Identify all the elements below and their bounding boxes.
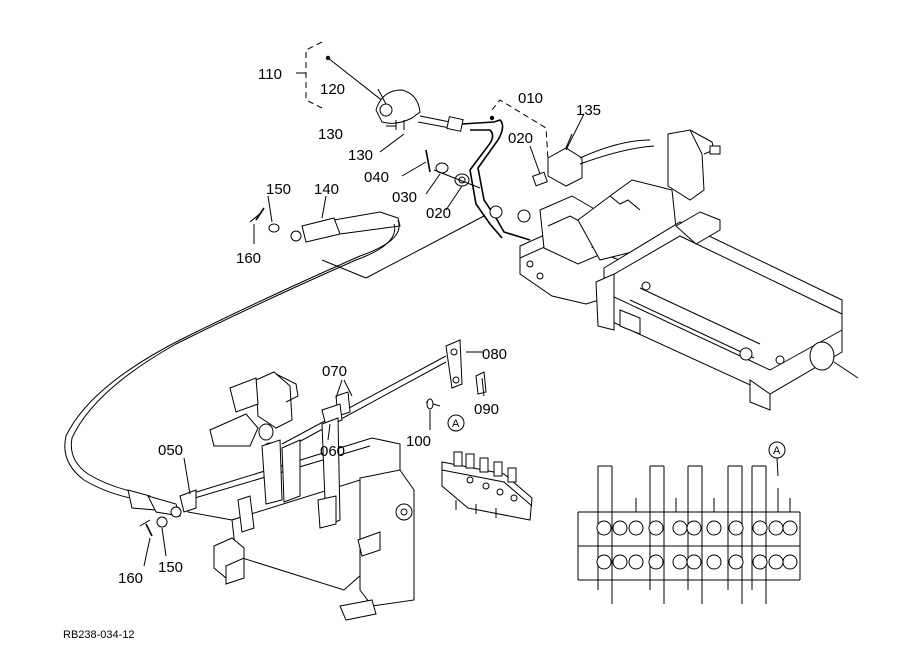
frame-assembly xyxy=(519,129,859,411)
callout-050: 050 xyxy=(158,442,183,459)
detail-marker-a-view: A xyxy=(768,441,786,459)
callout-110: 110 xyxy=(258,66,282,83)
callout-135: 135 xyxy=(576,102,601,119)
washers-pins xyxy=(425,149,481,189)
detail-view-a xyxy=(577,465,801,604)
cable-140 xyxy=(64,207,485,518)
detail-marker-a-valve: A xyxy=(447,414,465,432)
control-valve xyxy=(441,451,533,521)
link-parts xyxy=(281,339,487,451)
callout-160-lower: 160 xyxy=(118,570,143,587)
callout-080: 080 xyxy=(482,346,507,363)
callout-130-upper: 130 xyxy=(318,126,343,143)
callout-090: 090 xyxy=(474,401,499,418)
bracket-assembly xyxy=(139,371,415,621)
callout-labels: 110 120 130 130 010 135 020 040 030 020 … xyxy=(118,66,601,587)
callout-060: 060 xyxy=(320,443,345,460)
lever-110-group xyxy=(296,41,464,132)
detail-marker-a-label: A xyxy=(452,418,460,430)
callout-040: 040 xyxy=(364,169,389,186)
lever-010 xyxy=(461,99,549,241)
leader-lines xyxy=(143,88,779,567)
callout-130-lower: 130 xyxy=(348,147,373,164)
callout-150-upper: 150 xyxy=(266,181,291,198)
callout-100: 100 xyxy=(406,433,431,450)
callout-120: 120 xyxy=(320,81,345,98)
callout-160-upper: 160 xyxy=(236,250,261,267)
callout-010: 010 xyxy=(518,90,543,107)
callout-020-lower: 020 xyxy=(426,205,451,222)
callout-150-lower: 150 xyxy=(158,559,183,576)
callout-020-upper: 020 xyxy=(508,130,533,147)
callout-030: 030 xyxy=(392,189,417,206)
drawing-reference: RB238-034-12 xyxy=(63,629,135,641)
detail-marker-a-view-label: A xyxy=(773,445,781,457)
callout-070: 070 xyxy=(322,363,347,380)
callout-140: 140 xyxy=(314,181,339,198)
